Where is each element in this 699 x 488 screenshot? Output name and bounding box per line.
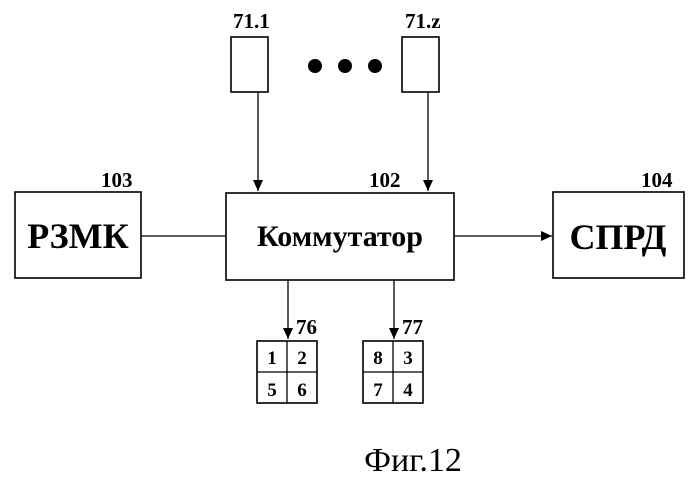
input-block-71-1-ref: 71.1 bbox=[233, 9, 270, 33]
ellipsis-dot-2 bbox=[338, 59, 352, 73]
grid-76-cell-4: 6 bbox=[297, 380, 307, 401]
sprd-ref: 104 bbox=[641, 168, 673, 192]
sprd-label: СПРД bbox=[570, 217, 667, 257]
switch-label: Коммутатор bbox=[257, 220, 423, 253]
grid-77-cell-1: 8 bbox=[373, 348, 383, 369]
ellipsis-dot-1 bbox=[308, 59, 322, 73]
switch-ref: 102 bbox=[369, 168, 401, 192]
grid-77-cell-3: 7 bbox=[373, 380, 383, 401]
grid-76: 1 2 5 6 bbox=[257, 341, 317, 403]
grid-76-cell-3: 5 bbox=[267, 380, 277, 401]
grid-76-cell-2: 2 bbox=[297, 348, 307, 369]
grid-77-ref: 77 bbox=[402, 315, 423, 339]
input-block-71-z bbox=[402, 37, 439, 92]
input-block-71-1 bbox=[231, 37, 268, 92]
rzmk-ref: 103 bbox=[101, 168, 133, 192]
rzmk-label: РЗМК bbox=[27, 216, 129, 256]
grid-77-cell-4: 4 bbox=[403, 380, 413, 401]
figure-caption: Фиг.12 bbox=[364, 442, 462, 479]
grid-77: 8 3 7 4 bbox=[363, 341, 423, 403]
grid-76-cell-1: 1 bbox=[267, 348, 277, 369]
ellipsis-dot-3 bbox=[368, 59, 382, 73]
input-block-71-z-ref: 71.z bbox=[405, 9, 441, 33]
grid-77-cell-2: 3 bbox=[403, 348, 413, 369]
grid-76-ref: 76 bbox=[296, 315, 317, 339]
